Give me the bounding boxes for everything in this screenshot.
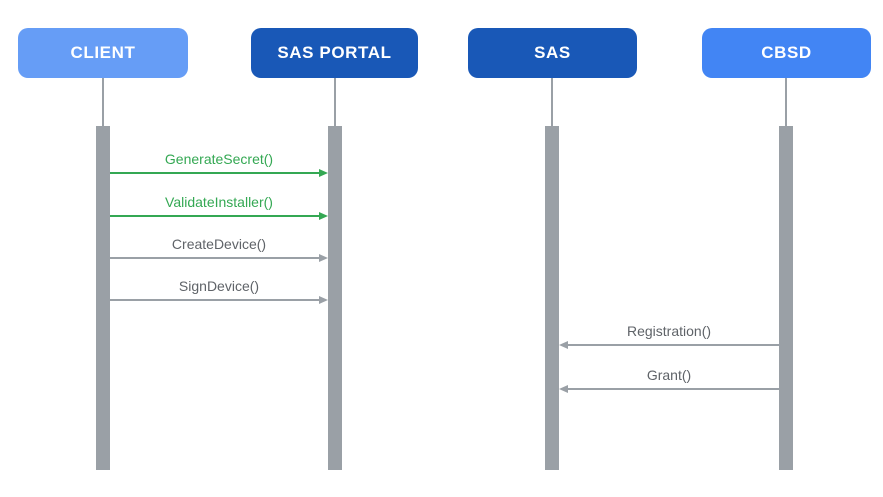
message-label-createdevice: CreateDevice() [171, 236, 267, 252]
arrowhead-right-icon [319, 168, 328, 177]
message-label-registration: Registration() [626, 323, 712, 339]
arrow-line-createdevice [110, 257, 320, 259]
actor-sas: SAS [468, 28, 637, 78]
activation-bar-sas-portal [328, 126, 342, 470]
actor-client: CLIENT [18, 28, 188, 78]
actor-sas-portal: SAS PORTAL [251, 28, 418, 78]
actor-cbsd: CBSD [702, 28, 871, 78]
lifeline-client [102, 78, 104, 126]
actor-client-label: CLIENT [70, 43, 136, 62]
activation-bar-client [96, 126, 110, 470]
lifeline-sas-portal [334, 78, 336, 126]
actor-cbsd-label: CBSD [761, 43, 812, 62]
lifeline-sas [551, 78, 553, 126]
message-label-generatesecret: GenerateSecret() [164, 151, 274, 167]
arrowhead-left-icon [559, 340, 568, 349]
message-label-validateinstaller: ValidateInstaller() [165, 194, 273, 210]
activation-bar-cbsd [779, 126, 793, 470]
message-label-signdevice: SignDevice() [178, 278, 260, 294]
arrowhead-left-icon [559, 384, 568, 393]
arrow-line-generatesecret [110, 172, 320, 174]
message-label-grant: Grant() [646, 367, 692, 383]
arrowhead-right-icon [319, 211, 328, 220]
arrow-line-registration [568, 344, 779, 346]
arrowhead-right-icon [319, 295, 328, 304]
actor-sas-label: SAS [534, 43, 571, 62]
arrow-line-signdevice [110, 299, 320, 301]
activation-bar-sas [545, 126, 559, 470]
lifeline-cbsd [785, 78, 787, 126]
arrow-line-grant [568, 388, 779, 390]
arrowhead-right-icon [319, 253, 328, 262]
actor-sas-portal-label: SAS PORTAL [277, 43, 392, 62]
arrow-line-validateinstaller [110, 215, 320, 217]
